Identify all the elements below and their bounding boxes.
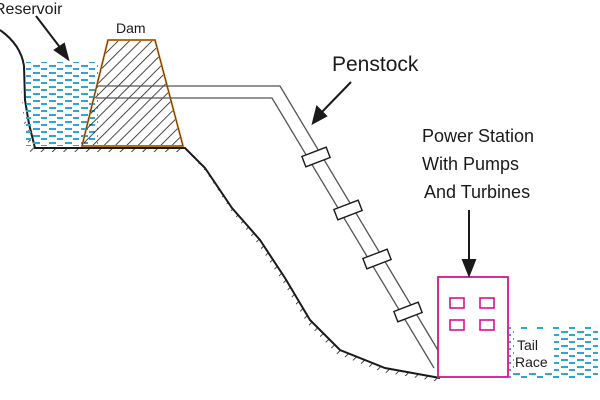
pipe-supports — [300, 146, 424, 323]
penstock-pipe — [96, 85, 446, 369]
power-station-label-line3: And Turbines — [424, 182, 530, 202]
penstock-label: Penstock — [332, 53, 419, 76]
tail-race-label-line1: Tail — [517, 337, 538, 353]
tail-race-label-line2: Race — [515, 354, 548, 370]
power-station — [437, 276, 509, 378]
power-station-label-line1: Power Station — [422, 126, 534, 146]
dam-label: Dam — [116, 20, 146, 36]
station-window — [479, 297, 495, 309]
station-window — [449, 319, 465, 331]
dam — [80, 39, 185, 147]
reservoir-label: Reservoir — [0, 1, 63, 18]
arrows — [35, 15, 477, 278]
power-station-label-line2: With Pumps — [422, 154, 519, 174]
station-window — [449, 297, 465, 309]
ground-line — [0, 29, 441, 379]
station-window — [479, 319, 495, 331]
